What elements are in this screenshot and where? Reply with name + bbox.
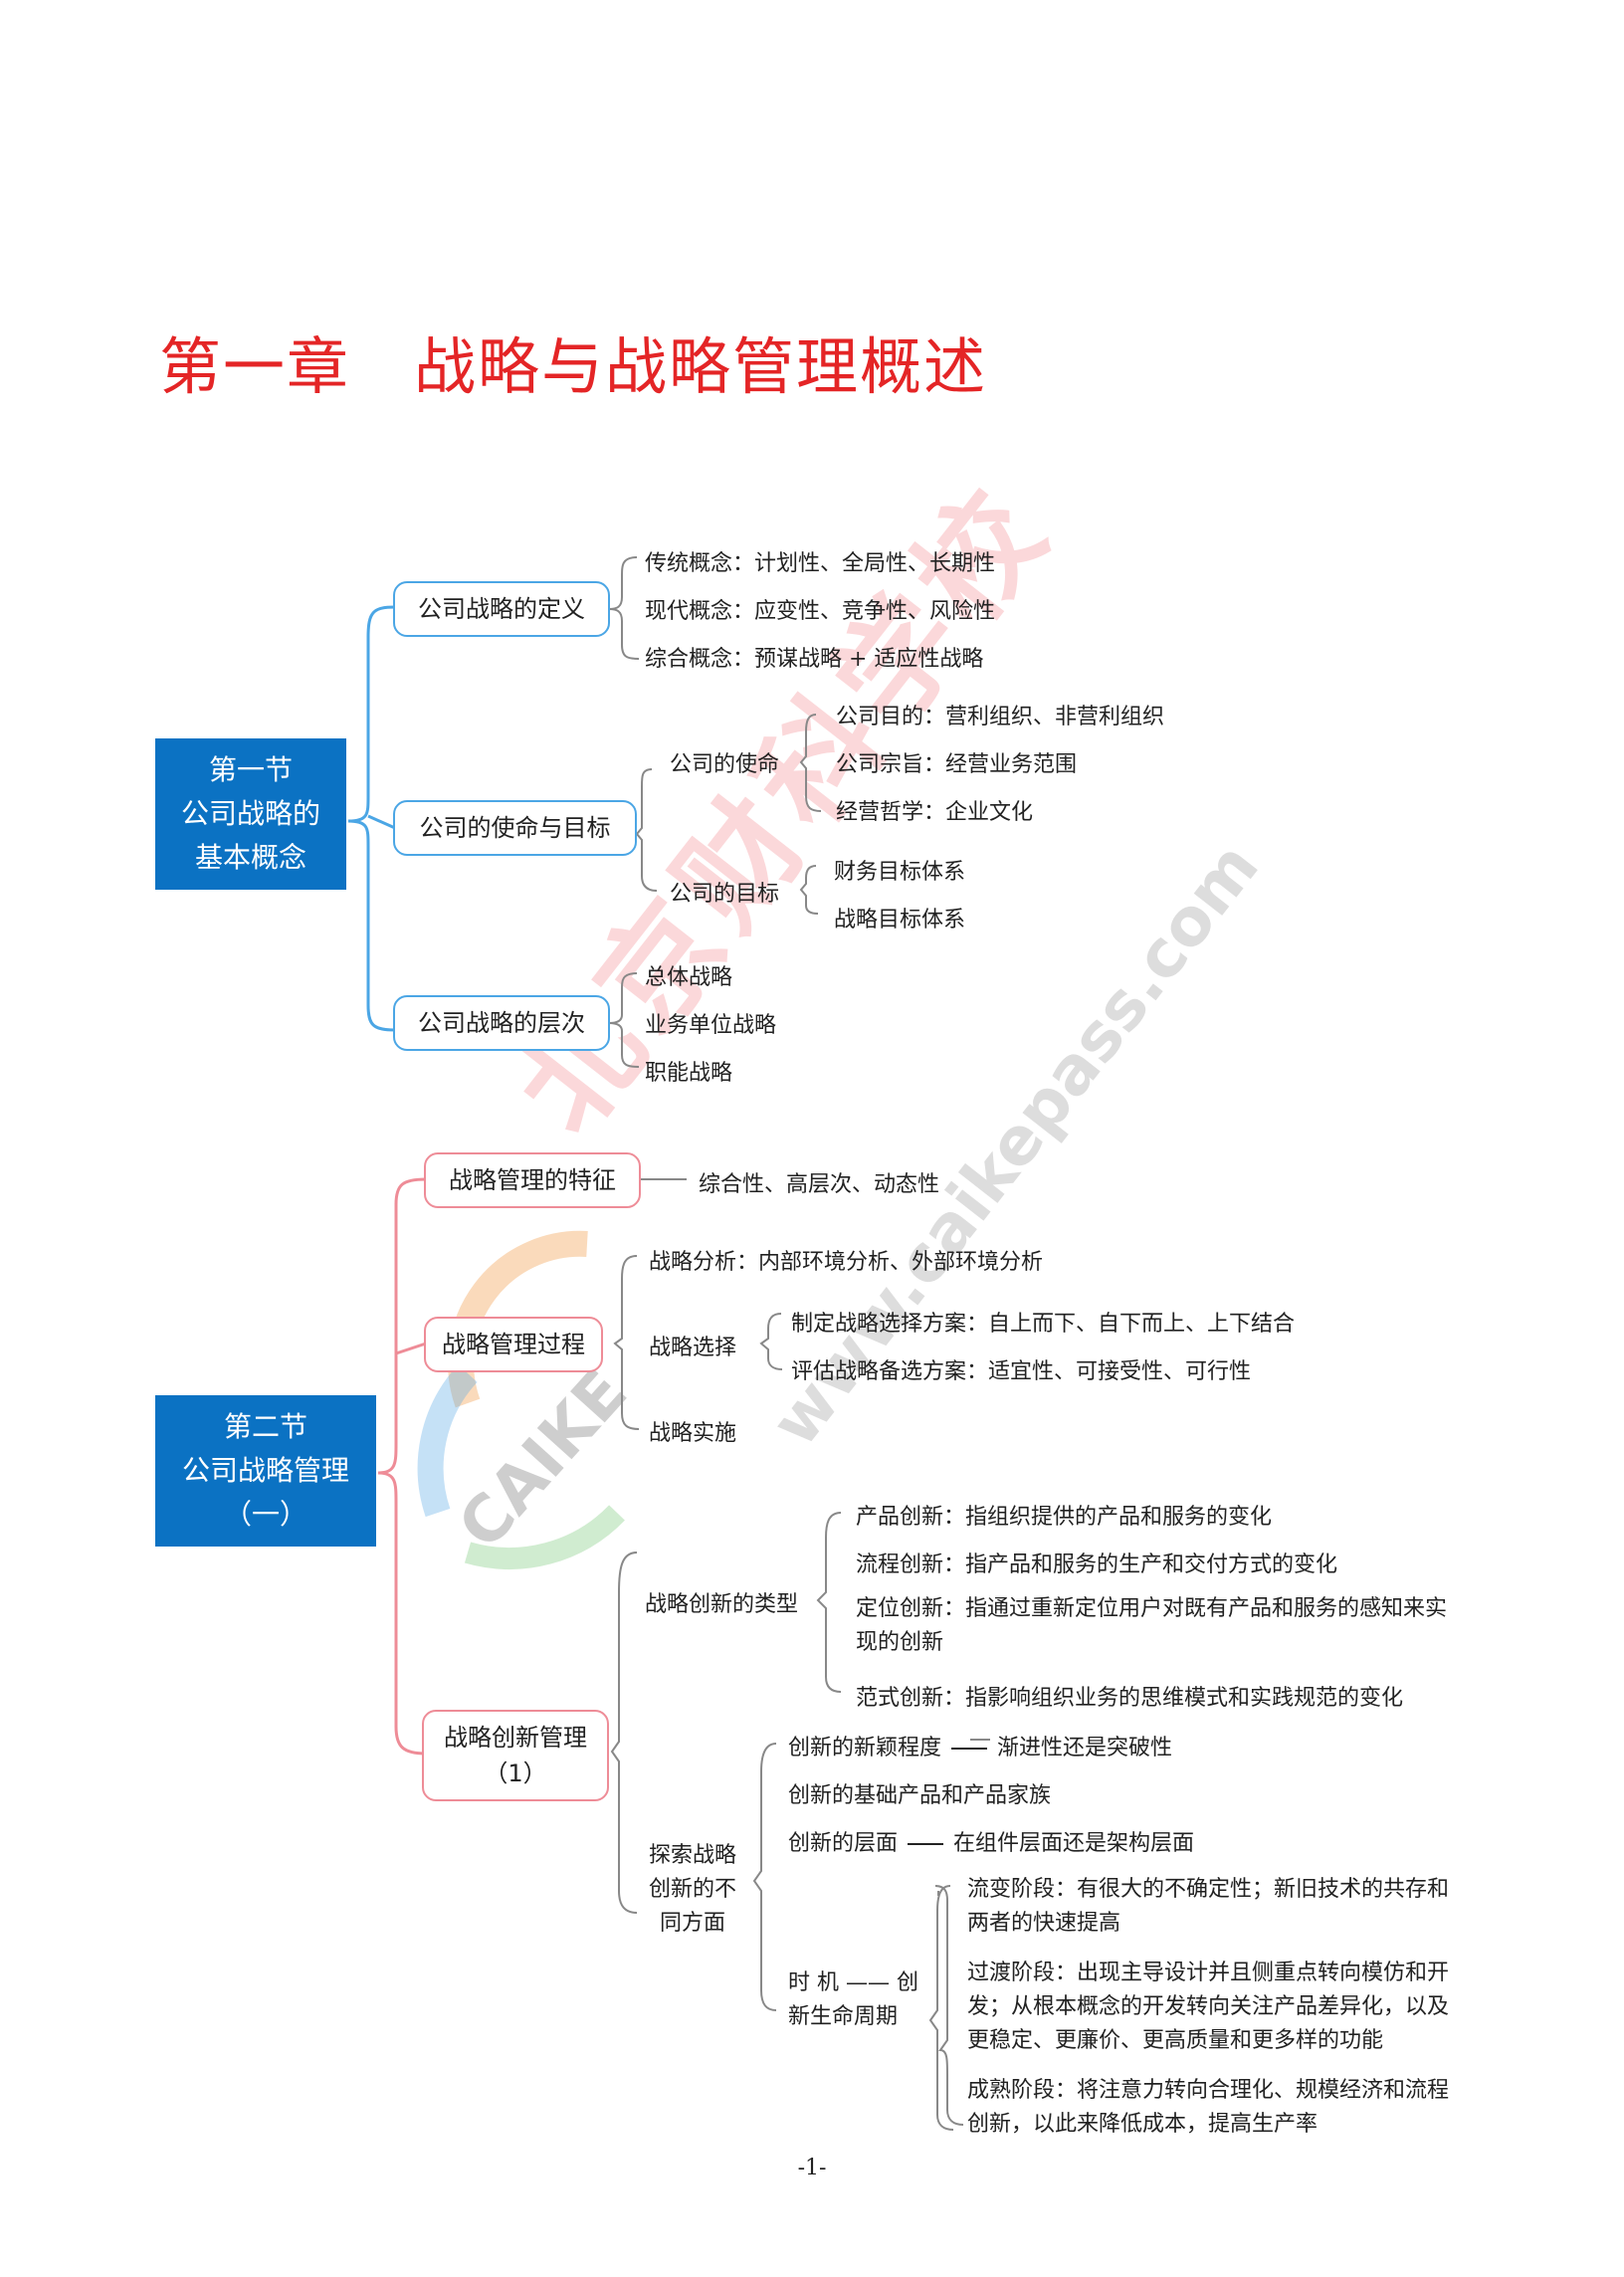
chapter-number: 第一章	[159, 330, 351, 403]
section1-line2: 公司战略的	[180, 797, 320, 830]
node-strategy-levels-label: 公司战略的层次	[418, 1009, 585, 1037]
type-position: 定位创新：指通过重新定位用户对既有产品和服务的感知来实现的创新	[856, 1596, 1448, 1655]
section2-line1: 第二节	[223, 1410, 307, 1443]
section1-box: 第一节 公司战略的 基本概念	[155, 738, 346, 890]
node-strategy-definition-label: 公司战略的定义	[418, 595, 585, 623]
process-implementation: 战略实施	[649, 1421, 737, 1446]
mission-item-3: 经营哲学：企业文化	[836, 800, 1034, 825]
levels-item-2: 业务单位战略	[645, 1013, 777, 1038]
chapter-title: 第一章战略与战略管理概述	[159, 316, 987, 406]
type-process: 流程创新：指产品和服务的生产和交付方式的变化	[856, 1552, 1338, 1577]
section1-bracket	[347, 605, 396, 1032]
type-paradigm: 范式创新：指影响组织业务的思维模式和实践规范的变化	[856, 1686, 1404, 1711]
node-strategy-definition: 公司战略的定义	[393, 581, 610, 637]
innovation-aspects-label: 探索战略创新的不同方面	[648, 1843, 736, 1936]
stage-mature: 成熟阶段：将注意力转向合理化、规模经济和流程创新，以此来降低成本，提高生产率	[967, 2078, 1450, 2137]
aspect-timing: 时 机 —— 创新生命周期	[788, 1970, 918, 2029]
aspect-layer-label: 创新的层面	[788, 1831, 899, 1856]
mission-item-2: 公司宗旨：经营业务范围	[836, 752, 1078, 777]
node-management-features-label: 战略管理的特征	[449, 1166, 616, 1194]
aspect-novelty: 创新的新颖程度 渐进性还是突破性	[788, 1730, 1172, 1761]
section2-inner-brackets	[610, 1178, 990, 2131]
node-mission-goals: 公司的使命与目标	[393, 800, 637, 856]
features-value: 综合性、高层次、动态性	[699, 1172, 940, 1197]
node-management-process-label: 战略管理过程	[442, 1331, 585, 1358]
aspect-layer: 创新的层面 在组件层面还是架构层面	[788, 1825, 1194, 1857]
section1-line3: 基本概念	[194, 841, 306, 874]
node-innovation-label-2: （1）	[484, 1760, 547, 1787]
stage-fluid: 流变阶段：有很大的不确定性；新旧技术的共存和两者的快速提高	[967, 1877, 1450, 1936]
goals-item-2: 战略目标体系	[834, 908, 966, 932]
definition-item-3: 综合概念：预谋战略 + 适应性战略	[645, 647, 984, 672]
aspect-layer-value: 在组件层面还是架构层面	[953, 1831, 1195, 1856]
goals-item-1: 财务目标体系	[834, 860, 966, 885]
chapter-name: 战略与战略管理概述	[414, 330, 988, 403]
mission-item-1: 公司目的：营利组织、非营利组织	[836, 705, 1165, 729]
section2-box: 第二节 公司战略管理 （一）	[155, 1395, 376, 1547]
innovation-types-label: 战略创新的类型	[645, 1592, 799, 1617]
choice-item-1: 制定战略选择方案：自上而下、自下而上、上下结合	[791, 1312, 1296, 1337]
node-innovation-label-1: 战略创新管理	[444, 1724, 587, 1752]
levels-item-3: 职能战略	[645, 1061, 733, 1086]
section2-line2: 公司战略管理	[181, 1454, 349, 1487]
aspect-novelty-label: 创新的新颖程度	[788, 1736, 942, 1760]
process-analysis: 战略分析：内部环境分析、外部环境分析	[649, 1250, 1044, 1275]
goals-label: 公司的目标	[670, 882, 780, 907]
levels-item-1: 总体战略	[645, 965, 733, 990]
stage-transition: 过渡阶段：出现主导设计并且侧重点转向模仿和开发；从根本概念的开发转向关注产品差异…	[967, 1961, 1450, 2053]
choice-item-2: 评估战略备选方案：适宜性、可接受性、可行性	[791, 1359, 1252, 1384]
section2-line3: （一）	[223, 1498, 307, 1531]
mission-label: 公司的使命	[670, 752, 780, 777]
node-mission-goals-label: 公司的使命与目标	[419, 814, 611, 842]
aspect-novelty-value: 渐进性还是突破性	[997, 1736, 1173, 1760]
aspect-base: 创新的基础产品和产品家族	[788, 1783, 1052, 1808]
node-management-features: 战略管理的特征	[424, 1152, 641, 1208]
section1-line1: 第一节	[208, 753, 293, 786]
node-strategy-levels: 公司战略的层次	[393, 995, 610, 1051]
type-product: 产品创新：指组织提供的产品和服务的变化	[856, 1505, 1273, 1530]
process-choice-label: 战略选择	[649, 1336, 737, 1360]
page-number: -1-	[797, 2156, 827, 2180]
section2-bracket	[377, 1177, 427, 1756]
definition-item-2: 现代概念：应变性、竞争性、风险性	[645, 599, 996, 624]
definition-item-1: 传统概念：计划性、全局性、长期性	[645, 551, 996, 576]
node-innovation-management: 战略创新管理 （1）	[422, 1710, 609, 1801]
node-management-process: 战略管理过程	[424, 1317, 603, 1372]
